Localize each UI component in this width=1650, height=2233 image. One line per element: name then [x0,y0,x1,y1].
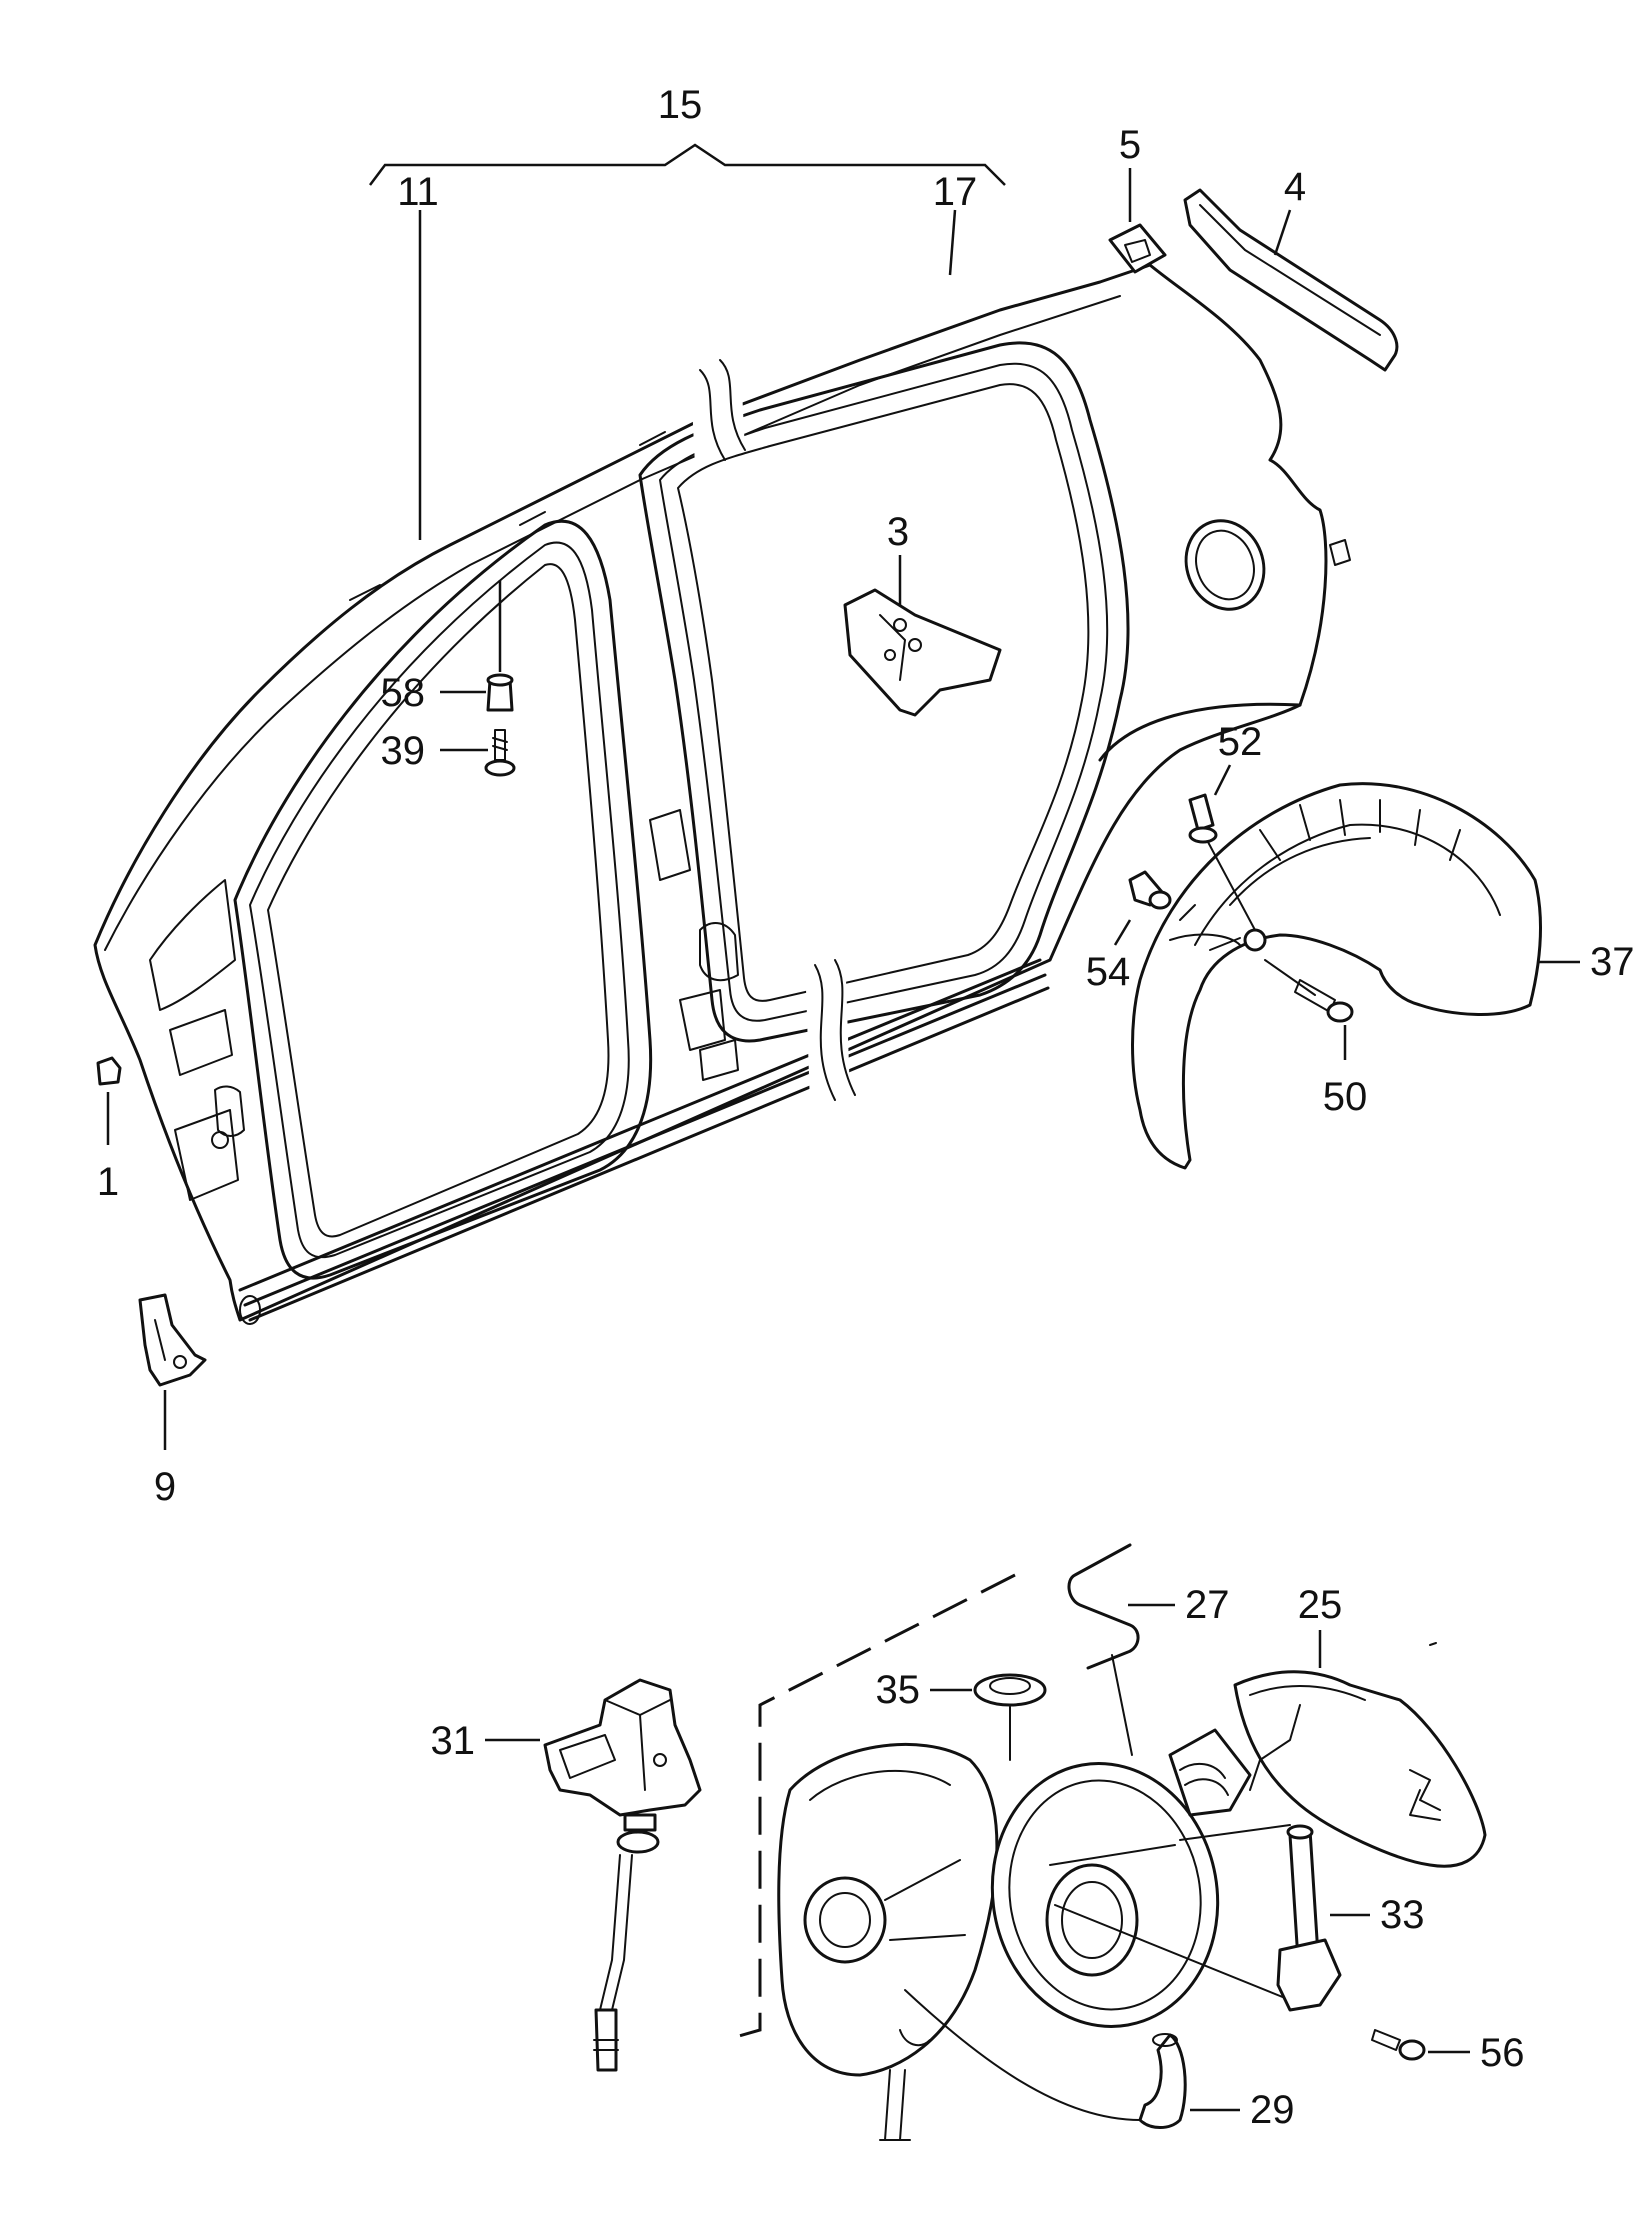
part-56-screw [1371,2029,1470,2061]
callout-31: 31 [431,1719,476,1763]
part-25-fuel-flap [1233,1630,1487,1868]
part-35-grommet [930,1673,1047,1761]
callout-4: 4 [1284,165,1306,209]
callout-56: 56 [1480,2031,1525,2075]
part-3-bracket [843,555,1002,717]
side-panel [93,263,1351,1325]
separator-dashed-line [724,1573,1016,2042]
part-39-screw [440,729,516,777]
part-33-rod [1276,1824,1370,2012]
stray-mark [1429,1642,1437,1646]
callout-54: 54 [1086,950,1131,994]
callout-17: 17 [933,170,978,214]
callout-1: 1 [97,1160,119,1204]
callout-33: 33 [1380,1893,1425,1937]
callout-15: 15 [658,83,703,127]
callout-3: 3 [887,510,909,554]
part-5-clip [1108,168,1167,274]
callout-29: 29 [1250,2088,1295,2132]
callout-9: 9 [154,1465,176,1509]
callout-37: 37 [1590,940,1635,984]
part-54-clip [1113,870,1172,946]
callout-11: 11 [397,170,439,214]
callout-25: 25 [1298,1583,1343,1627]
callout-58: 58 [381,671,426,715]
part-50-screw [1264,959,1354,1060]
filler-housing [777,1742,999,2141]
callout-50: 50 [1323,1075,1368,1119]
group-bracket [369,143,1006,540]
part-27-spring [1067,1543,1175,1756]
callout-52: 52 [1218,720,1263,764]
part-37-wheelhouse-liner [1131,782,1580,1170]
callout-39: 39 [381,729,426,773]
part-29-drain-hose [904,1989,1240,2129]
filler-neck [990,1728,1291,2028]
part-31-actuator [485,1678,702,2072]
callout-35: 35 [876,1668,921,1712]
callout-27: 27 [1185,1583,1230,1627]
part-9-bracket [138,1293,207,1450]
part-58-rivet [440,580,514,712]
part-52-rivet [1188,764,1267,952]
part-1-clip [96,1056,122,1145]
callout-5: 5 [1119,123,1141,167]
part-4-strip [1183,188,1399,372]
